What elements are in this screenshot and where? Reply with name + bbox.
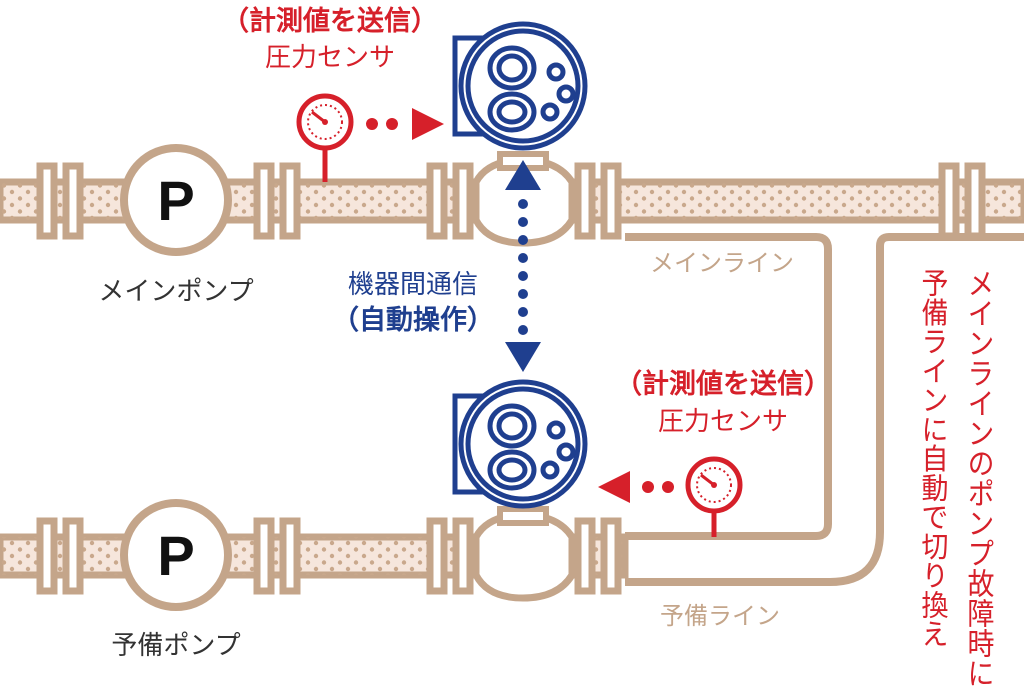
top-pressure-gauge-icon <box>296 93 354 182</box>
spare-pipe <box>0 506 629 602</box>
bottom-gauge-arrow-icon <box>598 471 674 503</box>
communication-arrow-icon <box>505 160 541 372</box>
communication-label: 機器間通信 <box>348 270 478 300</box>
top-flow-meter-icon <box>452 21 588 151</box>
spare-pump-letter: P <box>157 524 194 587</box>
spare-pump-label: 予備ポンプ <box>111 631 240 661</box>
bottom-pressure-gauge-icon <box>685 456 743 537</box>
auto-operation-label: （自動操作） <box>332 304 494 336</box>
spare-line-bypass <box>625 233 1024 586</box>
main-line-branch <box>625 233 832 540</box>
main-line-label: メインライン <box>650 249 794 277</box>
main-pump-label: メインポンプ <box>98 277 253 307</box>
bottom-sensor-name-label: 圧力センサ <box>658 407 788 437</box>
note-column-1: メインラインのポンプ故障時に <box>963 268 994 688</box>
main-pump-letter: P <box>157 169 194 232</box>
top-sensor-name-label: 圧力センサ <box>265 43 395 73</box>
bottom-sensor-send-label: （計測値を送信） <box>615 368 831 400</box>
spare-pump-icon: P <box>120 499 232 611</box>
note-column-2: 予備ラインに自動で切り換え <box>917 268 949 648</box>
top-gauge-arrow-icon <box>366 108 444 140</box>
top-sensor-send-label: （計測値を送信） <box>222 5 438 37</box>
main-pump-icon: P <box>120 144 232 256</box>
bottom-flow-meter-icon <box>452 379 588 509</box>
spare-line-label: 予備ライン <box>660 602 780 630</box>
